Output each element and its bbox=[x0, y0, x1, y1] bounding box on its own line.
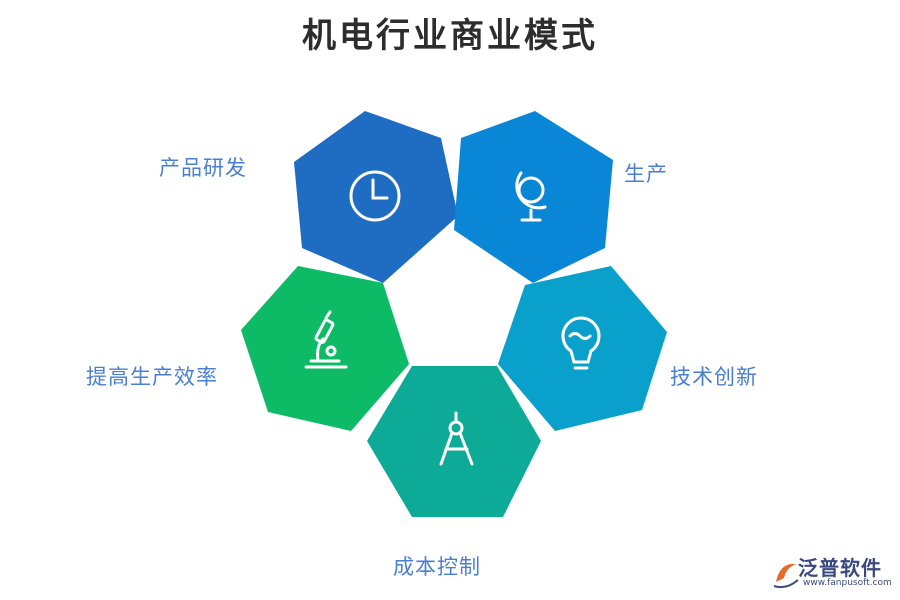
hexagon-efficiency bbox=[241, 266, 409, 431]
label-tech-innovation: 技术创新 bbox=[670, 365, 758, 389]
label-production: 生产 bbox=[624, 162, 668, 186]
hexagon-product-rd bbox=[294, 111, 458, 283]
clock-icon bbox=[349, 170, 401, 222]
hexagon-cost-control bbox=[367, 366, 541, 517]
microscope-icon bbox=[304, 310, 348, 369]
page-title: 机电行业商业模式 bbox=[302, 16, 598, 56]
compass-icon bbox=[439, 411, 474, 466]
fanpu-logo-mark bbox=[773, 563, 799, 589]
logo-name: 泛普软件 bbox=[798, 556, 882, 580]
label-efficiency: 提高生产效率 bbox=[86, 365, 218, 389]
globe-icon bbox=[515, 171, 547, 222]
lightbulb-icon bbox=[561, 316, 601, 370]
logo-url: www.fanpusoft.com bbox=[803, 578, 892, 588]
hexagon-production bbox=[454, 111, 613, 283]
hexagon-tech-innovation bbox=[498, 266, 667, 431]
label-product-rd: 产品研发 bbox=[159, 156, 247, 180]
label-cost-control: 成本控制 bbox=[393, 555, 481, 579]
